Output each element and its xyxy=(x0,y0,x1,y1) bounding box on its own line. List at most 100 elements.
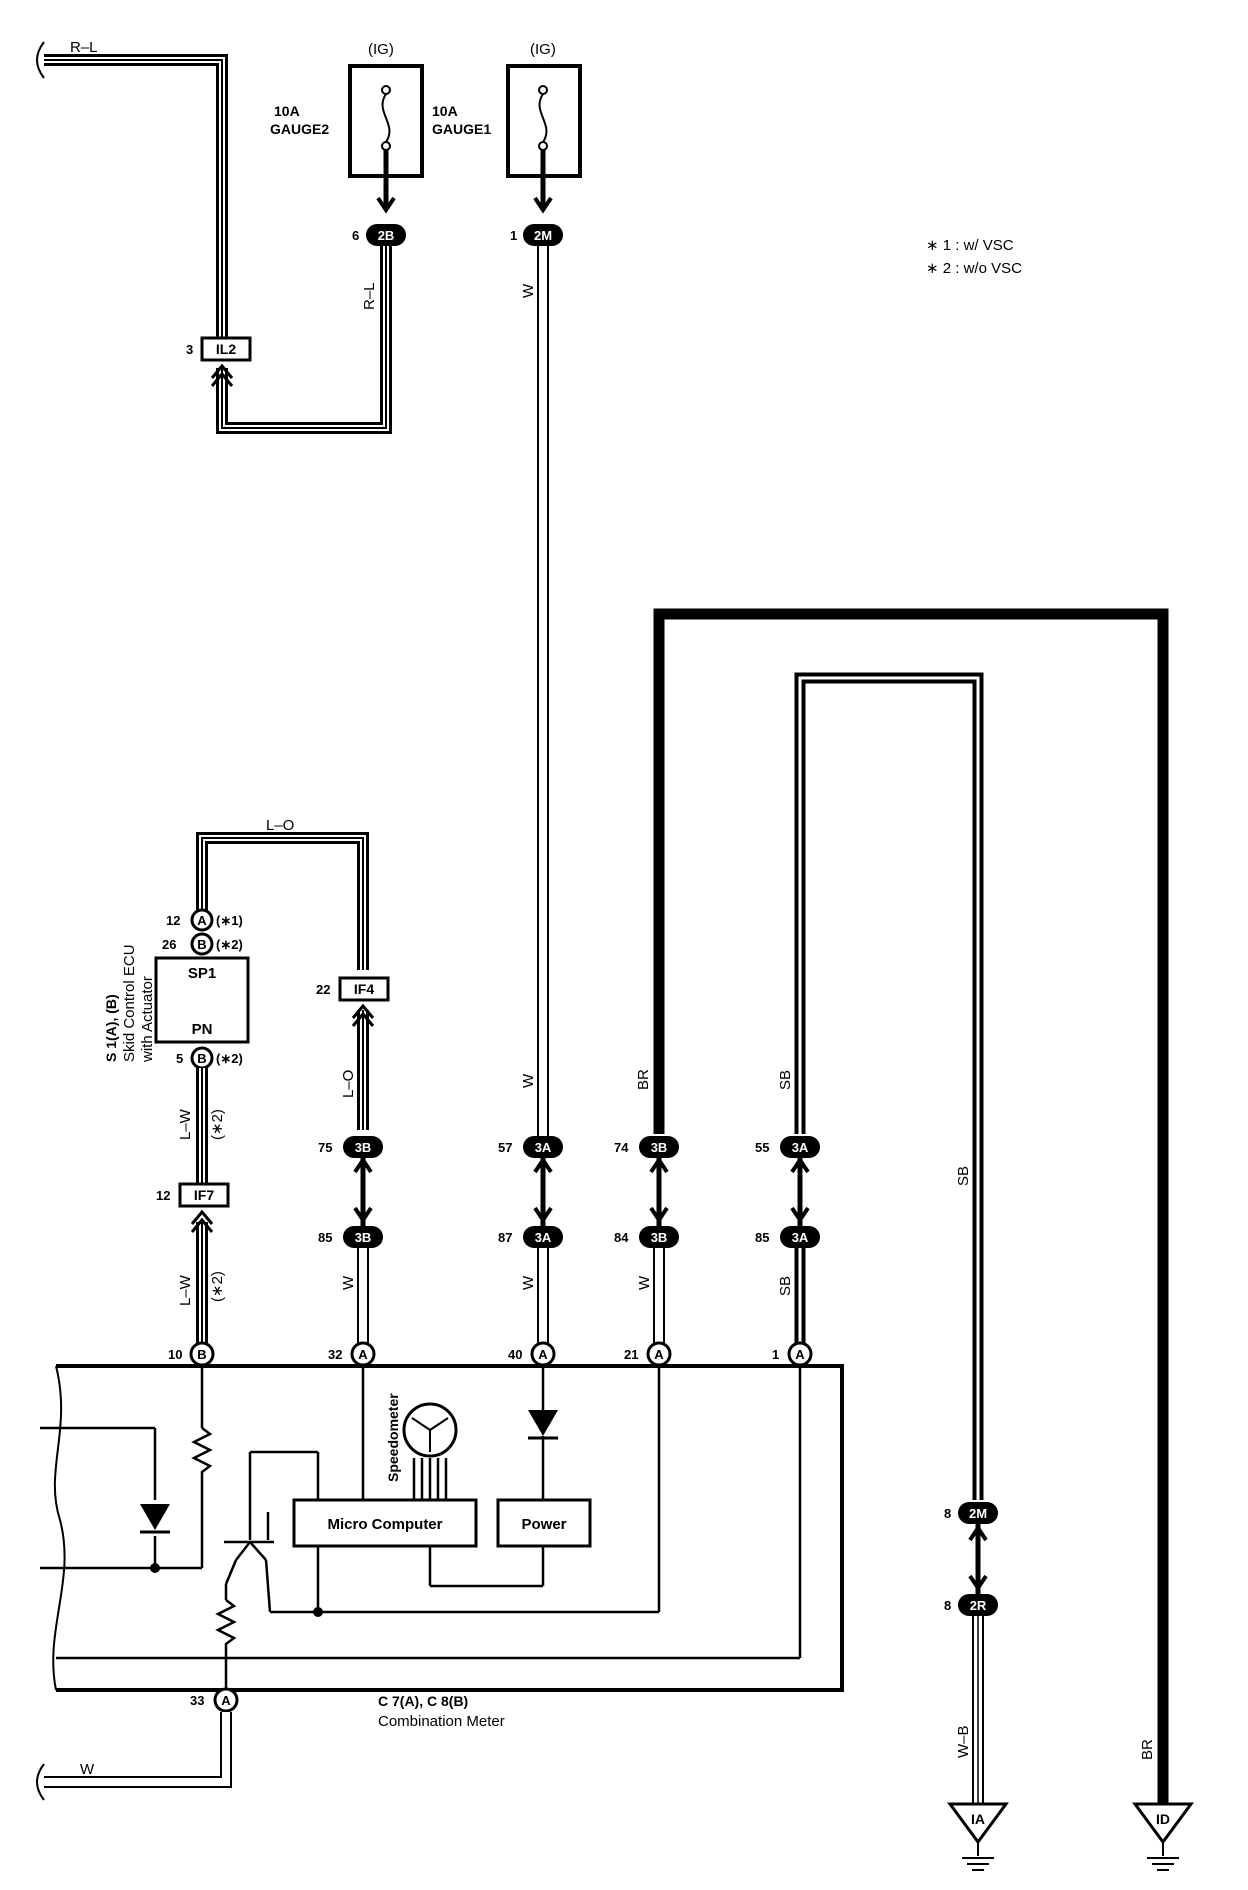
power-box: Power xyxy=(496,1498,592,1548)
skid-pin-pn-number: 5 xyxy=(176,1051,183,1066)
svg-text:A: A xyxy=(654,1347,664,1362)
svg-text:IF7: IF7 xyxy=(194,1187,214,1203)
connector-3a-87: 3A xyxy=(523,1226,563,1248)
skid-ecu-name-2: Skid Control ECU xyxy=(121,944,138,1062)
wire-l-o xyxy=(196,832,369,970)
svg-text:3B: 3B xyxy=(355,1230,372,1245)
svg-text:A: A xyxy=(221,1693,231,1708)
micro-computer-box: Micro Computer xyxy=(292,1498,478,1548)
wire-label-r-l-mid: R–L xyxy=(361,282,378,310)
junction-dot-left xyxy=(150,1563,160,1573)
speedometer-icon xyxy=(402,1402,458,1458)
wire-label-w-bottom: W xyxy=(80,1761,95,1778)
ground-id: ID xyxy=(1132,1802,1194,1871)
speedometer-label: Speedometer xyxy=(385,1393,401,1482)
skid-control-ecu: SP1 PN xyxy=(154,956,250,1044)
svg-text:B: B xyxy=(197,937,206,952)
junction-il2: IL2 xyxy=(200,336,252,387)
connector-3a-55-pin: 55 xyxy=(755,1140,769,1155)
fuse-gauge1 xyxy=(506,64,582,214)
wire-br xyxy=(653,608,1169,1810)
svg-text:2B: 2B xyxy=(378,228,395,243)
meter-pin-32: A xyxy=(350,1341,376,1367)
connector-pair-col-363 xyxy=(353,1154,373,1226)
skid-ecu-name-3: with Actuator xyxy=(139,976,156,1063)
wire-label-r-l-top: R–L xyxy=(70,39,98,56)
wire-break-mark-top xyxy=(36,41,45,79)
skid-pin-pn: B xyxy=(190,1046,214,1070)
connector-2r-pin: 8 xyxy=(944,1598,951,1613)
meter-pin-10: B xyxy=(189,1341,215,1367)
wire-sb xyxy=(794,672,984,1500)
svg-text:A: A xyxy=(358,1347,368,1362)
svg-text:IL2: IL2 xyxy=(216,341,236,357)
connector-3b-74-pin: 74 xyxy=(614,1140,629,1155)
meter-pin-33-number: 33 xyxy=(190,1693,204,1708)
fuse-gauge1-name: GAUGE1 xyxy=(432,121,491,137)
skid-pin-b: B xyxy=(190,932,214,956)
meter-name-2: Combination Meter xyxy=(378,1713,505,1730)
wire-label-sb-right: SB xyxy=(955,1166,972,1186)
connector-2m-top-pin: 1 xyxy=(510,228,517,243)
connector-3a-55: 3A xyxy=(780,1136,820,1158)
skid-pin-a-number: 12 xyxy=(166,913,180,928)
connector-3b-75: 3B xyxy=(343,1136,383,1158)
wire-label-w-mid: W xyxy=(520,1073,537,1088)
connector-2b: 2B xyxy=(366,224,406,246)
svg-text:2R: 2R xyxy=(970,1598,987,1613)
skid-pin-pn-note: (∗2) xyxy=(216,1051,243,1066)
meter-pin-40: A xyxy=(530,1341,556,1367)
junction-if7-pin: 12 xyxy=(156,1188,170,1203)
skid-note-lw-bot: (∗2) xyxy=(209,1271,226,1302)
fuse-gauge1-rating: 10A xyxy=(432,103,458,119)
svg-text:A: A xyxy=(795,1347,805,1362)
wire-label-w-40: W xyxy=(520,1275,537,1290)
skid-ecu-name-1: S 1(A), (B) xyxy=(103,994,119,1062)
svg-text:3A: 3A xyxy=(792,1230,809,1245)
wire-label-br-upper: BR xyxy=(635,1069,652,1090)
meter-pin-21: A xyxy=(646,1341,672,1367)
connector-3b-75-pin: 75 xyxy=(318,1140,332,1155)
fuse-gauge2-name: GAUGE2 xyxy=(270,121,329,137)
skid-pin-b-note: (∗2) xyxy=(216,937,243,952)
svg-text:3A: 3A xyxy=(535,1140,552,1155)
wire-label-l-o-top: L–O xyxy=(266,817,294,834)
ground-ia: IA xyxy=(947,1802,1009,1871)
svg-text:PN: PN xyxy=(192,1021,213,1038)
diode-power xyxy=(528,1410,558,1440)
wire-label-br-lower: BR xyxy=(1139,1739,1156,1760)
svg-text:2M: 2M xyxy=(969,1506,987,1521)
connector-pair-2m-2r xyxy=(968,1522,988,1594)
wire-label-w-b: W–B xyxy=(955,1725,972,1758)
svg-text:ID: ID xyxy=(1156,1811,1170,1827)
connector-3b-84-pin: 84 xyxy=(614,1230,629,1245)
diode-left xyxy=(140,1504,170,1534)
connector-3b-84: 3B xyxy=(639,1226,679,1248)
fuse-gauge1-feed: (IG) xyxy=(530,41,556,58)
svg-text:3B: 3B xyxy=(355,1140,372,1155)
svg-text:Power: Power xyxy=(521,1516,566,1533)
resistor-lower xyxy=(215,1599,237,1652)
junction-dot-mid xyxy=(313,1607,323,1617)
junction-if4: IF4 xyxy=(338,976,390,1027)
svg-text:A: A xyxy=(538,1347,548,1362)
resistor-upper xyxy=(191,1427,213,1480)
fuse-gauge2 xyxy=(348,64,424,214)
connector-2m-bottom-pin: 8 xyxy=(944,1506,951,1521)
skid-note-lw-top: (∗2) xyxy=(209,1109,226,1140)
connector-3a-85: 3A xyxy=(780,1226,820,1248)
connector-3a-85-pin: 85 xyxy=(755,1230,769,1245)
svg-text:B: B xyxy=(197,1347,206,1362)
connector-2m-bottom: 2M xyxy=(958,1502,998,1524)
fuse-gauge2-rating: 10A xyxy=(274,103,300,119)
note-vsc-1: ∗ 1 : w/ VSC xyxy=(926,237,1014,254)
junction-if4-pin: 22 xyxy=(316,982,330,997)
meter-pin-40-number: 40 xyxy=(508,1347,522,1362)
wire-label-sb-upper: SB xyxy=(777,1070,794,1090)
svg-text:IA: IA xyxy=(971,1811,985,1827)
svg-text:3A: 3A xyxy=(535,1230,552,1245)
wire-w-bottom xyxy=(44,1712,232,1788)
wire-label-w-top: W xyxy=(520,283,537,298)
svg-text:SP1: SP1 xyxy=(188,965,216,982)
